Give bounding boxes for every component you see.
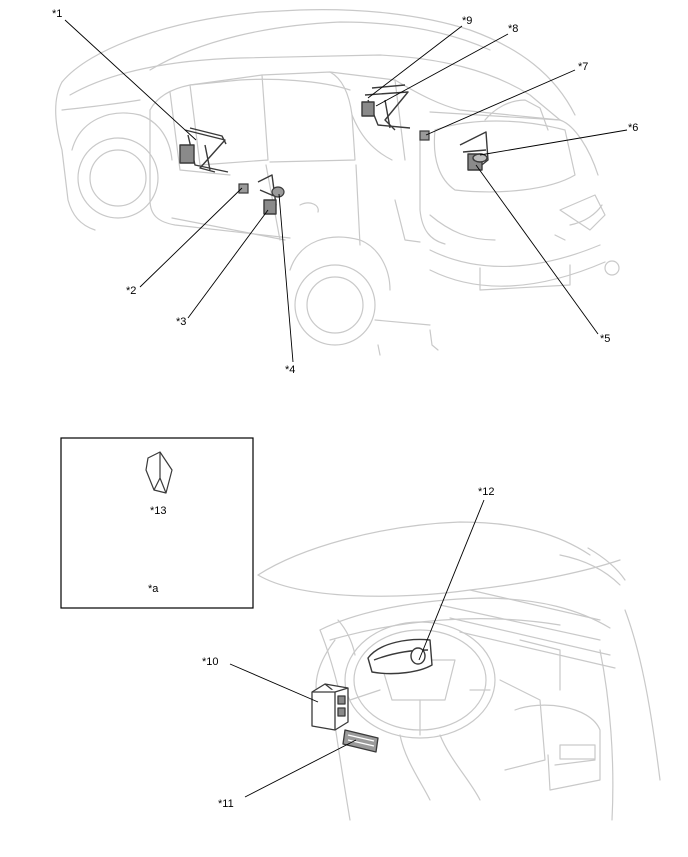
leader-4 [278,193,294,363]
leader-6 [479,129,628,156]
body-ecu-part-13 [145,451,173,494]
leader-8 [375,33,509,107]
callout-11: *11 [218,798,234,810]
callout-6: *6 [628,122,639,134]
instrument-cluster-part-12 [367,638,433,675]
leader-lines [64,19,628,798]
leader-2 [139,187,243,288]
leader-1 [64,19,197,141]
leader-5 [475,164,599,335]
vehicle-outline [54,9,620,356]
leader-9 [367,25,463,99]
power-window-switch-4 [271,186,285,198]
power-window-switch-2 [238,183,249,194]
callout-13: *13 [150,505,167,517]
callout-9: *9 [462,15,473,27]
leader-3 [187,209,269,319]
leader-11 [244,739,357,798]
callout-8: *8 [508,23,519,35]
callout-7: *7 [578,61,589,73]
callout-3: *3 [176,316,187,328]
inset-label: *a [148,583,159,595]
leader-10 [229,663,319,703]
callout-4: *4 [285,364,296,376]
window-regulator-front-left [179,127,229,173]
power-window-switch-7 [419,130,430,141]
callout-2: *2 [126,285,137,297]
callout-10: *10 [202,656,219,668]
control-module-part-10 [311,683,349,731]
interior-outline [257,521,661,821]
leader-7 [425,69,576,136]
callout-12: *12 [478,486,495,498]
window-regulator-rear-right [459,131,489,171]
switch-panel-part-11 [342,729,379,753]
callout-5: *5 [600,333,611,345]
callout-1: *1 [52,8,63,20]
leader-12 [418,499,485,661]
window-regulator-front-right [361,84,411,131]
